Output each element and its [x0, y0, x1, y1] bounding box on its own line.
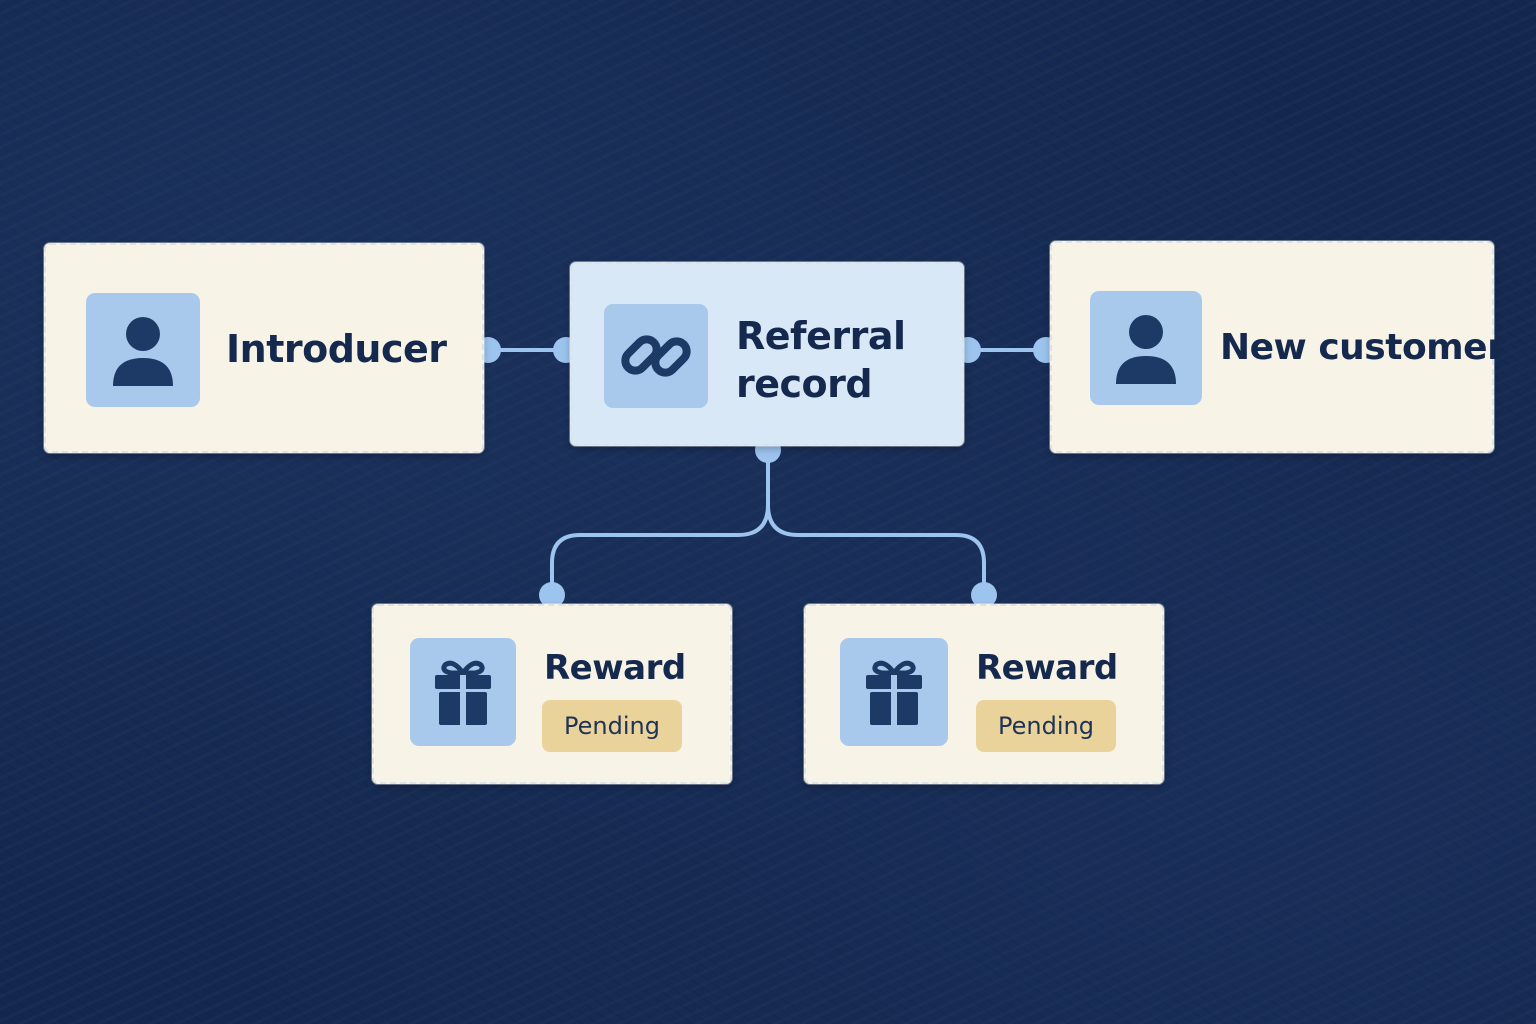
reward-right-status-badge: Pending: [976, 700, 1116, 752]
gift-icon: [866, 660, 922, 725]
link-icon: [621, 335, 691, 377]
new-customer-label: New customer: [1220, 327, 1505, 368]
introducer-label: Introducer: [226, 327, 447, 371]
reward-right-icon-tile: [840, 638, 948, 746]
reward-left-status-badge: Pending: [542, 700, 682, 752]
new-customer-card[interactable]: New customer: [1050, 241, 1505, 453]
reward-card-right[interactable]: Reward Pending: [804, 604, 1164, 784]
person-icon: [1116, 315, 1176, 384]
introducer-icon-tile: [86, 293, 200, 407]
new-customer-icon-tile: [1090, 291, 1202, 405]
reward-right-label: Reward: [976, 648, 1118, 688]
port-reward-left-in: [539, 582, 565, 608]
reward-left-icon-tile: [410, 638, 516, 746]
connector-referral-rewards: [550, 448, 986, 597]
gift-icon: [435, 660, 491, 725]
person-icon: [113, 317, 173, 386]
reward-left-label: Reward: [544, 648, 686, 688]
referral-label-line1: Referral: [736, 314, 906, 358]
port-reward-right-in: [971, 582, 997, 608]
referral-label-line2: record: [736, 362, 873, 406]
reward-card-left[interactable]: Reward Pending: [372, 604, 732, 784]
referral-icon-tile: [604, 304, 708, 408]
introducer-card[interactable]: Introducer: [44, 243, 484, 453]
referral-record-card[interactable]: Referral record: [570, 262, 964, 446]
